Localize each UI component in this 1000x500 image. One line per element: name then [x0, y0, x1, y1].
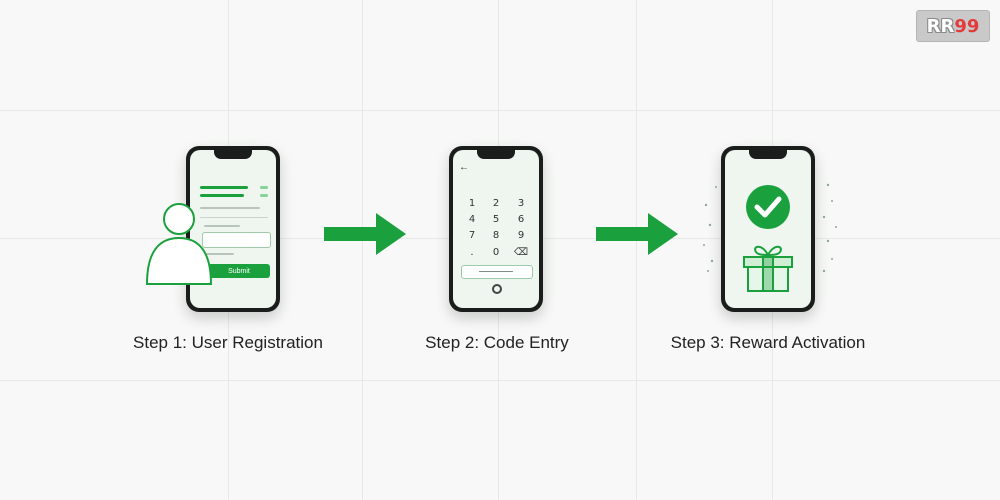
step-3-caption: Step 3: Reward Activation: [670, 333, 866, 352]
phone-reward: [721, 146, 815, 312]
keypad-key[interactable]: 8: [492, 230, 500, 241]
code-entry-screen: ← 1 2 3 4 5 6 7 8 9 . 0 ⌫: [453, 150, 539, 308]
keypad-key[interactable]: 9: [517, 230, 525, 241]
phone-registration: Submit: [186, 146, 280, 312]
form-title-bar: [200, 186, 248, 189]
sparkle-dots: [703, 183, 837, 273]
back-arrow-icon[interactable]: ←: [459, 162, 469, 173]
submit-button-label: Submit: [228, 267, 250, 275]
backspace-icon[interactable]: ⌫: [513, 247, 529, 258]
lock-icon: [492, 284, 502, 294]
keypad-key[interactable]: 7: [468, 230, 476, 241]
user-outline-icon: [145, 203, 213, 285]
keypad-key[interactable]: .: [470, 247, 474, 258]
input-field[interactable]: [202, 232, 271, 248]
keypad-key[interactable]: 5: [492, 214, 500, 225]
reward-screen: [725, 150, 811, 308]
checkmark-circle-icon: [746, 185, 790, 229]
keypad-key[interactable]: 4: [468, 214, 476, 225]
keypad-key[interactable]: 1: [468, 198, 476, 209]
code-input-field[interactable]: [461, 265, 533, 279]
keypad-key[interactable]: 2: [492, 198, 500, 209]
submit-button[interactable]: Submit: [208, 264, 270, 278]
phone-code-entry: ← 1 2 3 4 5 6 7 8 9 . 0 ⌫: [449, 146, 543, 312]
keypad-key[interactable]: 6: [517, 214, 525, 225]
step-2-caption: Step 2: Code Entry: [425, 333, 569, 352]
brand-logo-text: RR99: [926, 15, 980, 37]
keypad-key[interactable]: 0: [492, 247, 500, 258]
keypad-key[interactable]: 3: [517, 198, 525, 209]
step-1-caption: Step 1: User Registration: [133, 333, 323, 352]
gift-icon: [743, 245, 793, 292]
brand-logo: RR99: [916, 10, 990, 42]
arrow-right-icon: [324, 213, 406, 255]
arrow-right-icon: [596, 213, 678, 255]
